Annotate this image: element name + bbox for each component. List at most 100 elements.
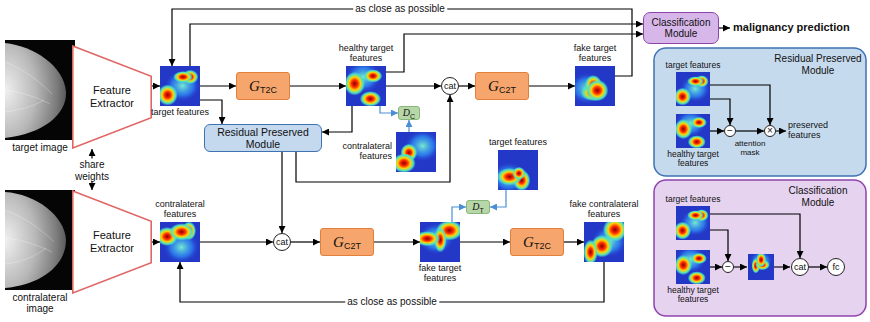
feature-heatmap [498,150,538,190]
label-slot: contralateral image [0,292,80,314]
tissue-streak [5,210,54,264]
heatmap-blob [688,271,706,284]
feature-label: fake target features [410,264,470,284]
panel-layer [654,48,866,316]
concat-circle: cat [791,258,809,276]
connector [290,85,346,86]
breast-shape [5,192,66,288]
connector [152,85,160,86]
feature-heatmap [420,222,460,262]
trapezoid-shape [73,191,151,293]
panel-title: Residual Preserved Module [774,53,862,76]
heatmap-blob [688,135,706,148]
connector [564,241,584,242]
classification-box: Classification Module [643,12,719,44]
connector [408,120,409,132]
edge-label: as close as possible [347,296,437,308]
feature-heatmap [160,222,200,262]
discriminator-box: DC [398,106,420,120]
operator-symbol: − [725,262,731,272]
circle-label: fc [832,263,839,272]
heatmap-blob [676,119,692,139]
symbol-text: D [403,108,410,118]
connector [710,130,724,131]
feature-label: target features [661,195,725,204]
generator-box: GT2C [510,228,564,256]
symbol-text: G [488,79,499,94]
heatmap-blob [676,88,691,106]
symbol-text: C2T [344,242,361,251]
concat-circle: cat [441,77,459,95]
heatmap-blob [346,72,365,96]
feature-label: contralateral image [0,292,80,314]
panel-title: Classification Module [774,185,862,208]
feature-label: contralateral features [149,200,211,220]
feature-label: contralateral features [334,142,392,162]
symbol-text: G [333,235,344,250]
generator-box: GC2T [320,228,374,256]
feature-map: fake target features [420,222,460,262]
extractor-label: Feature Extractor [72,229,152,254]
detail-panel: Classification Module target features heal… [654,180,866,316]
heatmap-blob [169,223,194,240]
label-slot: healthy target features [662,286,724,305]
feature-heatmap [676,250,710,284]
title-slot: Residual Preserved Module [774,53,862,76]
connector [710,266,722,267]
label-slot: fake contralateral features [563,200,645,220]
feature-map: healthy target features [346,66,386,106]
feature-heatmap [346,66,386,106]
feature-map: healthy target features [676,114,710,148]
connector [710,99,730,125]
connector [291,241,320,242]
free-label: preserved features [788,120,860,141]
symbol-text: T2C [534,242,551,251]
connector [152,241,160,242]
heatmap-blob [512,167,525,180]
feature-map: contralateral features [396,132,436,172]
feature-label: fake target features [564,44,626,64]
heatmap-blob [756,252,766,267]
heatmap-blob [676,222,691,240]
heatmap-blob [364,69,383,82]
symbol-text: G [249,79,260,94]
edge-label: attention mask [730,139,770,157]
connector [736,130,764,131]
connector [190,24,643,66]
feature-heatmap [584,222,624,262]
symbol-text: G [523,235,534,250]
feature-map: healthy target features [676,250,710,284]
mammogram-ground [5,40,75,140]
symbol-text: C2T [499,86,516,95]
connector [281,152,282,233]
connector [460,241,510,242]
module-box: Residual Preserved Module [204,124,322,152]
connector [200,241,273,242]
connector [710,214,800,258]
feature-heatmap [676,114,710,148]
output-arrow [776,130,786,131]
operator-symbol: × [767,126,773,136]
module-label: Residual Preserved Module [205,126,321,150]
mammogram-image: target image [5,40,75,140]
connector [490,190,506,207]
symbol-text: T [479,207,483,214]
heatmap-blob [687,210,704,220]
label-slot: target features [661,61,725,70]
circle-label: cat [794,263,806,272]
mammogram-image: contralateral image [5,190,75,290]
feature-map: contralateral features [160,222,200,262]
module-label: Classification Module [644,17,718,40]
heatmap-blob [360,91,381,106]
connector [710,85,770,125]
free-label: malignancy prediction [733,21,850,34]
connector [374,241,420,242]
flow-arrow [734,266,747,267]
heatmap-blob [584,239,598,262]
heatmap-blob [173,71,193,83]
edge-label: as close as possible [355,3,445,15]
edge-label-patch: attention mask [728,139,772,157]
connector [809,266,827,267]
label-slot: fake target features [410,264,470,284]
connector [172,9,632,76]
